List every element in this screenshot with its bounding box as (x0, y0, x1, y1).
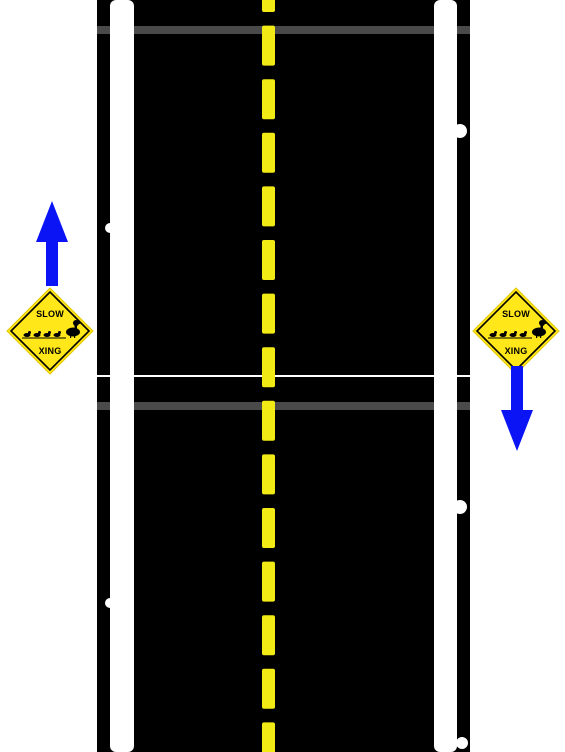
sign-diamond (472, 287, 560, 375)
center-line-dash (262, 240, 275, 280)
road-seam-top (97, 26, 470, 34)
center-line-dash (262, 508, 275, 548)
sign-border (9, 290, 91, 372)
center-line-dash (262, 293, 275, 334)
center-line-dash (262, 454, 275, 495)
right-edge-marker (456, 737, 468, 749)
center-line-dash (262, 132, 275, 173)
duck-family-icon (488, 320, 548, 339)
center-line-dash (262, 668, 275, 709)
center-line-dash (262, 722, 275, 752)
sign-diamond (6, 287, 94, 375)
road-tile-divider (97, 375, 470, 377)
left-edge-marker (105, 223, 115, 233)
sign-bottom-text: XING (504, 346, 528, 356)
center-line-dash (262, 347, 275, 388)
center-line-dash (262, 400, 275, 441)
duck-crossing-sign-icon: SLOW XING (6, 287, 94, 375)
right-edge-marker (453, 124, 467, 138)
center-line-dash (262, 25, 275, 66)
right-edge-marker (453, 500, 467, 514)
center-line-dash (262, 79, 275, 120)
road-seam-middle (97, 402, 470, 410)
arrow-up-icon (36, 201, 68, 286)
center-line-dash (262, 615, 275, 656)
right-edge-line (434, 0, 457, 752)
left-edge-marker (105, 598, 115, 608)
duck-family-icon (22, 320, 82, 339)
center-line-dash (262, 0, 275, 12)
sign-top-text: SLOW (36, 309, 64, 319)
center-line (262, 0, 275, 752)
sign-top-text: SLOW (502, 309, 530, 319)
duck-crossing-sign-icon: SLOW XING (472, 287, 560, 375)
left-edge-line (110, 0, 134, 752)
arrow-down-icon (501, 366, 533, 451)
center-line-dash (262, 186, 275, 227)
center-line-dash (262, 561, 275, 602)
sign-bottom-text: XING (38, 346, 62, 356)
